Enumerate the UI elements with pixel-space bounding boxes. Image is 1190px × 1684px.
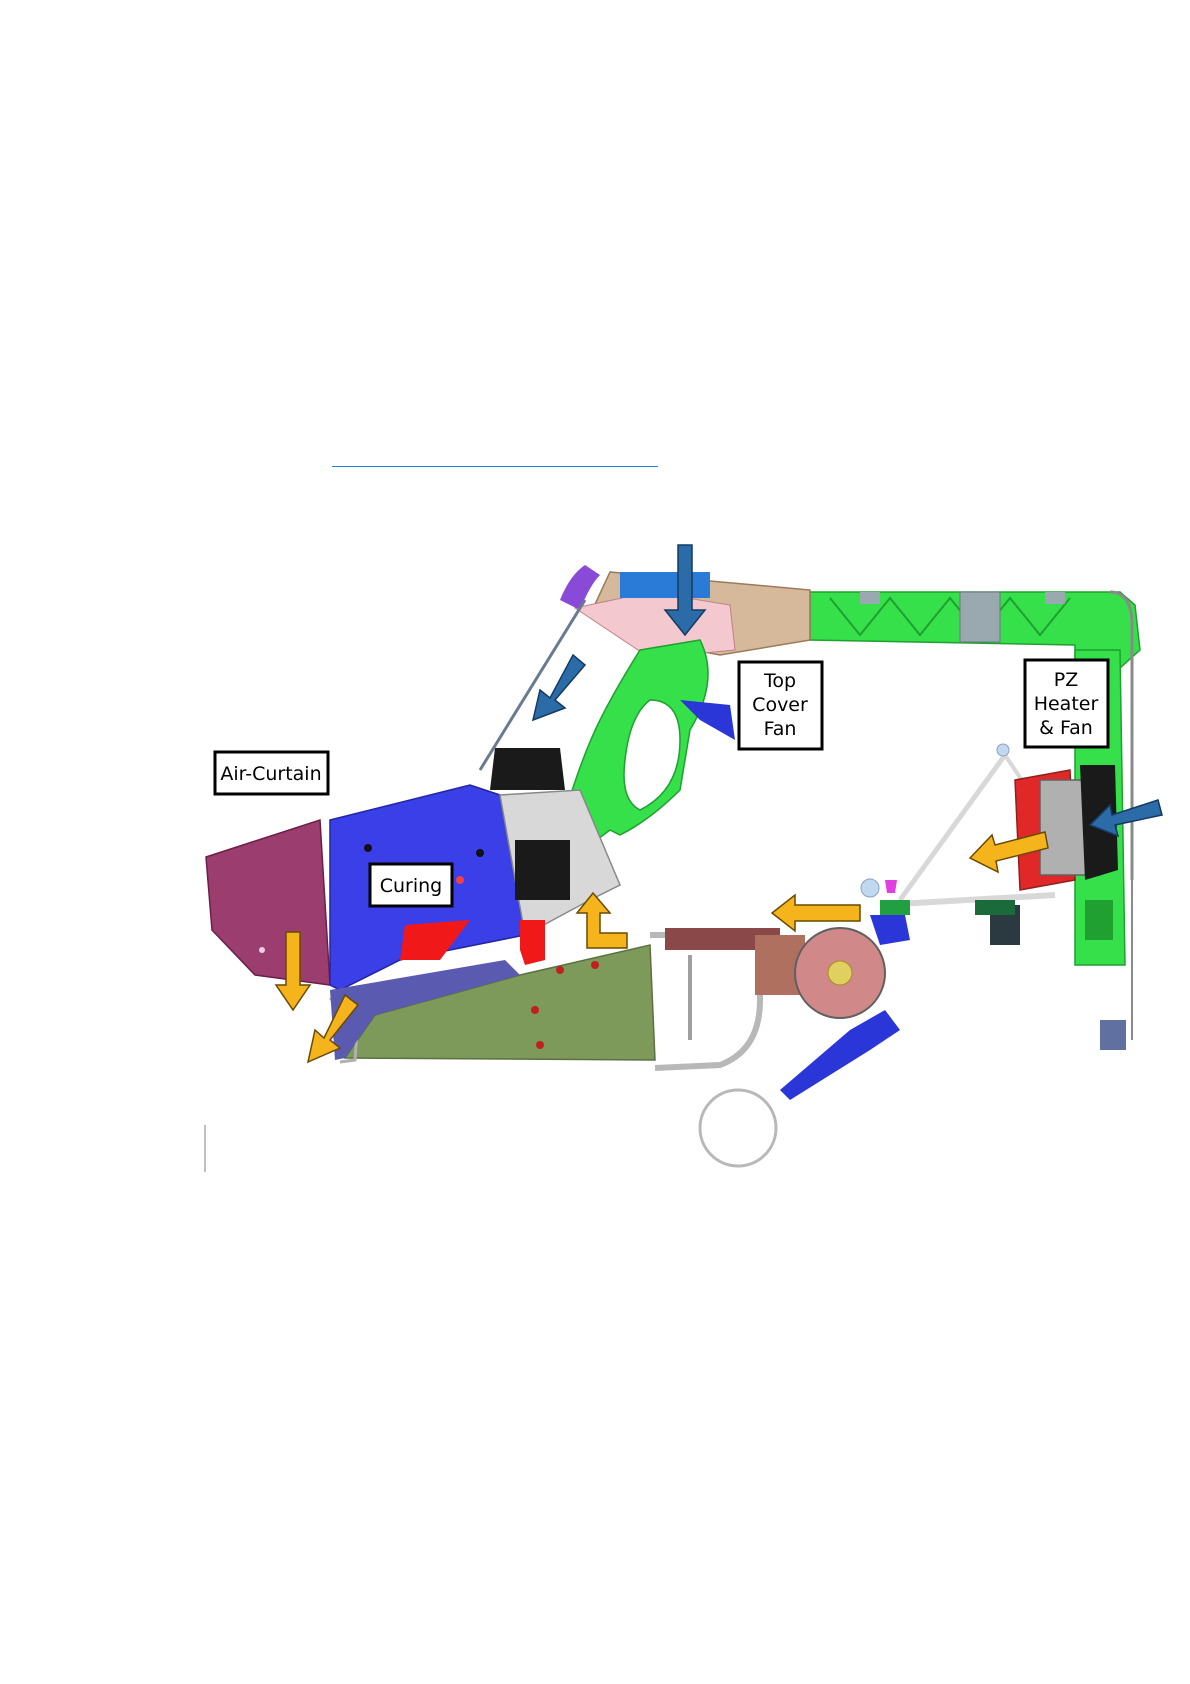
top-cover-fan-line-1: Top: [763, 670, 796, 692]
air-curtain-label: Air-Curtain: [220, 763, 321, 785]
lower-clip: [780, 1010, 900, 1100]
pz-heater-fan-callout: PZ Heater & Fan: [1025, 660, 1108, 747]
black-block: [490, 748, 565, 790]
top-cover-fan-callout: Top Cover Fan: [739, 662, 822, 749]
air-curtain-callout: Air-Curtain: [215, 752, 328, 794]
roller: [700, 1090, 776, 1166]
warm-air-arrow-center: [772, 895, 860, 931]
top-cover-fan-line-2: Cover: [752, 694, 808, 716]
air-curtain-unit: [206, 820, 330, 985]
cable: [480, 600, 585, 770]
curing-label: Curing: [380, 875, 443, 897]
pz-heater-fan-line-3: & Fan: [1039, 717, 1093, 739]
cool-air-arrow-diagonal: [533, 655, 585, 720]
top-cover-fan-line-3: Fan: [764, 718, 797, 740]
pz-heater-fan-line-2: Heater: [1034, 693, 1099, 715]
curing-callout: Curing: [370, 864, 452, 906]
pz-heater-fan-line-1: PZ: [1054, 669, 1078, 691]
